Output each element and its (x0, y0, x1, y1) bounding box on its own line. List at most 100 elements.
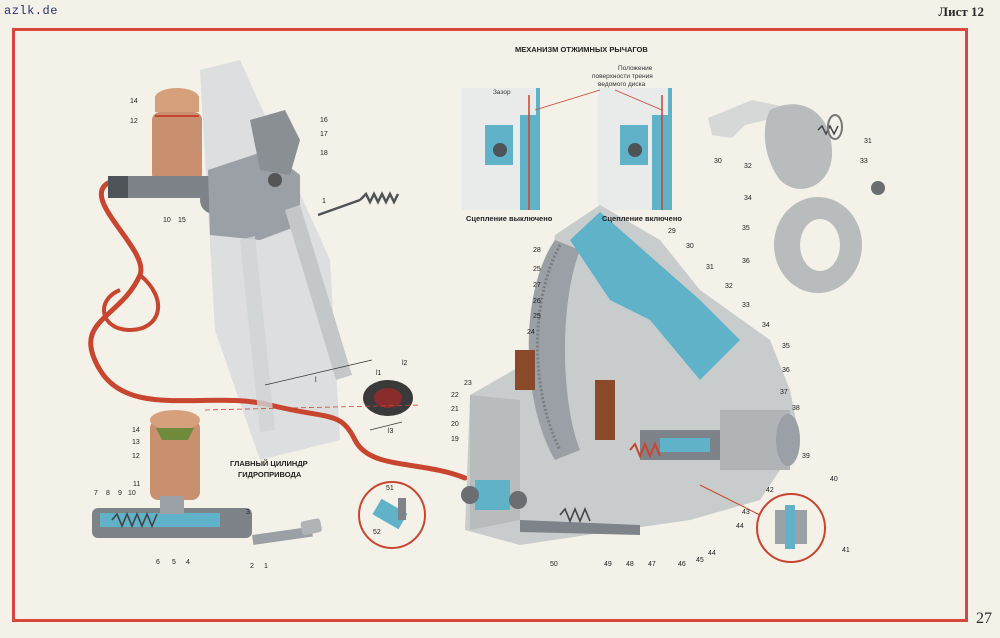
clutch-pedal (240, 205, 413, 432)
release-bearing-exploded (708, 100, 885, 293)
part-label: 52 (373, 529, 381, 536)
part-label: 10 (163, 217, 171, 224)
part-label: 5 (172, 559, 176, 566)
part-label: 12 (130, 118, 138, 125)
part-label: 51 (386, 485, 394, 492)
part-label: 11 (133, 481, 140, 488)
part-label: 2 (250, 563, 254, 570)
part-label: 38 (792, 405, 800, 412)
release-section-engaged (598, 88, 672, 210)
master-cylinder-caption-2: ГИДРОПРИВОДА (238, 470, 302, 479)
part-label: 31 (864, 138, 872, 145)
mechanism-title: МЕХАНИЗМ ОТЖИМНЫХ РЫЧАГОВ (515, 45, 648, 54)
dimension-label: l3 (388, 428, 394, 435)
part-label: 9 (118, 490, 122, 497)
part-label: 46 (678, 561, 686, 568)
hose-coil (102, 273, 160, 333)
part-label: 10 (128, 490, 136, 497)
inset-fork-adjust (756, 493, 826, 563)
part-label: 30 (686, 243, 694, 250)
part-label: 12 (132, 453, 140, 460)
friction-leader (534, 89, 601, 111)
part-label: 18 (320, 150, 328, 157)
part-label: 29 (668, 228, 676, 235)
part-label: 37 (780, 389, 788, 396)
part-label: 3 (246, 509, 250, 516)
part-label: 44 (708, 550, 716, 557)
page-number: 27 (976, 610, 992, 627)
dimension-label: l1 (376, 370, 382, 377)
release-section-disengaged (462, 88, 540, 210)
inset-slave-bleeder (358, 481, 426, 549)
part-label: 32 (744, 163, 752, 170)
master-cylinder-cutaway (92, 496, 322, 545)
part-label: 30 (714, 158, 722, 165)
inset-leader (699, 484, 761, 516)
part-label: 50 (550, 561, 558, 568)
part-label: 28 (533, 247, 541, 254)
part-label: 40 (830, 476, 838, 483)
part-label: 22 (451, 392, 459, 399)
friction-label-3: ведомого диска (598, 81, 646, 88)
master-cylinder-caption-1: ГЛАВНЫЙ ЦИЛИНДР (230, 459, 308, 468)
reservoir-upper (152, 88, 202, 182)
disengaged-caption: Сцепление выключено (466, 214, 553, 223)
part-label: 13 (132, 439, 140, 446)
part-label: 17 (320, 131, 328, 138)
part-label: 14 (132, 427, 140, 434)
part-label: 25 (533, 313, 541, 320)
part-label: 39 (802, 453, 810, 460)
part-label: 31 (706, 264, 714, 271)
reservoir-lower (150, 410, 200, 500)
part-label: 33 (742, 302, 750, 309)
part-label: 41 (842, 547, 850, 554)
pushrod-axis (204, 404, 421, 411)
firewall-panel (200, 60, 340, 460)
clutch-assembly (461, 205, 800, 545)
part-label: 1 (264, 563, 268, 570)
part-label: 24 (527, 329, 535, 336)
part-label: 7 (94, 490, 98, 497)
dimension-line-l3 (369, 421, 403, 431)
part-label: 19 (451, 436, 459, 443)
red-frame (12, 28, 968, 622)
part-label: 16 (320, 117, 328, 124)
part-label: 44 (736, 523, 744, 530)
part-label: 47 (648, 561, 656, 568)
part-label: 26 (533, 298, 541, 305)
part-label: 15 (178, 217, 186, 224)
return-spring (317, 191, 400, 217)
watermark: azlk.de (4, 4, 58, 18)
part-label: 35 (742, 225, 750, 232)
dimension-line-l (264, 359, 373, 386)
sheet-label: Лист 12 (938, 4, 984, 19)
part-label: 14 (130, 98, 138, 105)
engaged-caption: Сцепление включено (602, 214, 682, 223)
part-label: 8 (106, 490, 110, 497)
part-label: 25 (533, 266, 541, 273)
part-label: 23 (464, 380, 472, 387)
hydraulic-hose (88, 180, 468, 481)
friction-label-1: Положение (618, 65, 653, 72)
friction-label-2: поверхности трения (592, 73, 653, 80)
part-label: 36 (742, 258, 750, 265)
dimension-label: l (315, 377, 317, 384)
part-label: 35 (782, 343, 790, 350)
gap-label: Зазор (493, 89, 511, 96)
part-label: 43 (742, 509, 750, 516)
part-label: 1 (322, 198, 326, 205)
part-label: 45 (696, 557, 704, 564)
part-label: 42 (766, 487, 774, 494)
part-label: 6 (156, 559, 160, 566)
part-label: 36 (782, 367, 790, 374)
part-label: 32 (725, 283, 733, 290)
part-label: 27 (533, 282, 541, 289)
part-label: 49 (604, 561, 612, 568)
part-label: 48 (626, 561, 634, 568)
part-label: 34 (744, 195, 752, 202)
part-label: 21 (451, 406, 459, 413)
part-label: 34 (762, 322, 770, 329)
friction-leader-2 (614, 89, 663, 111)
pedal-bracket (208, 110, 300, 240)
